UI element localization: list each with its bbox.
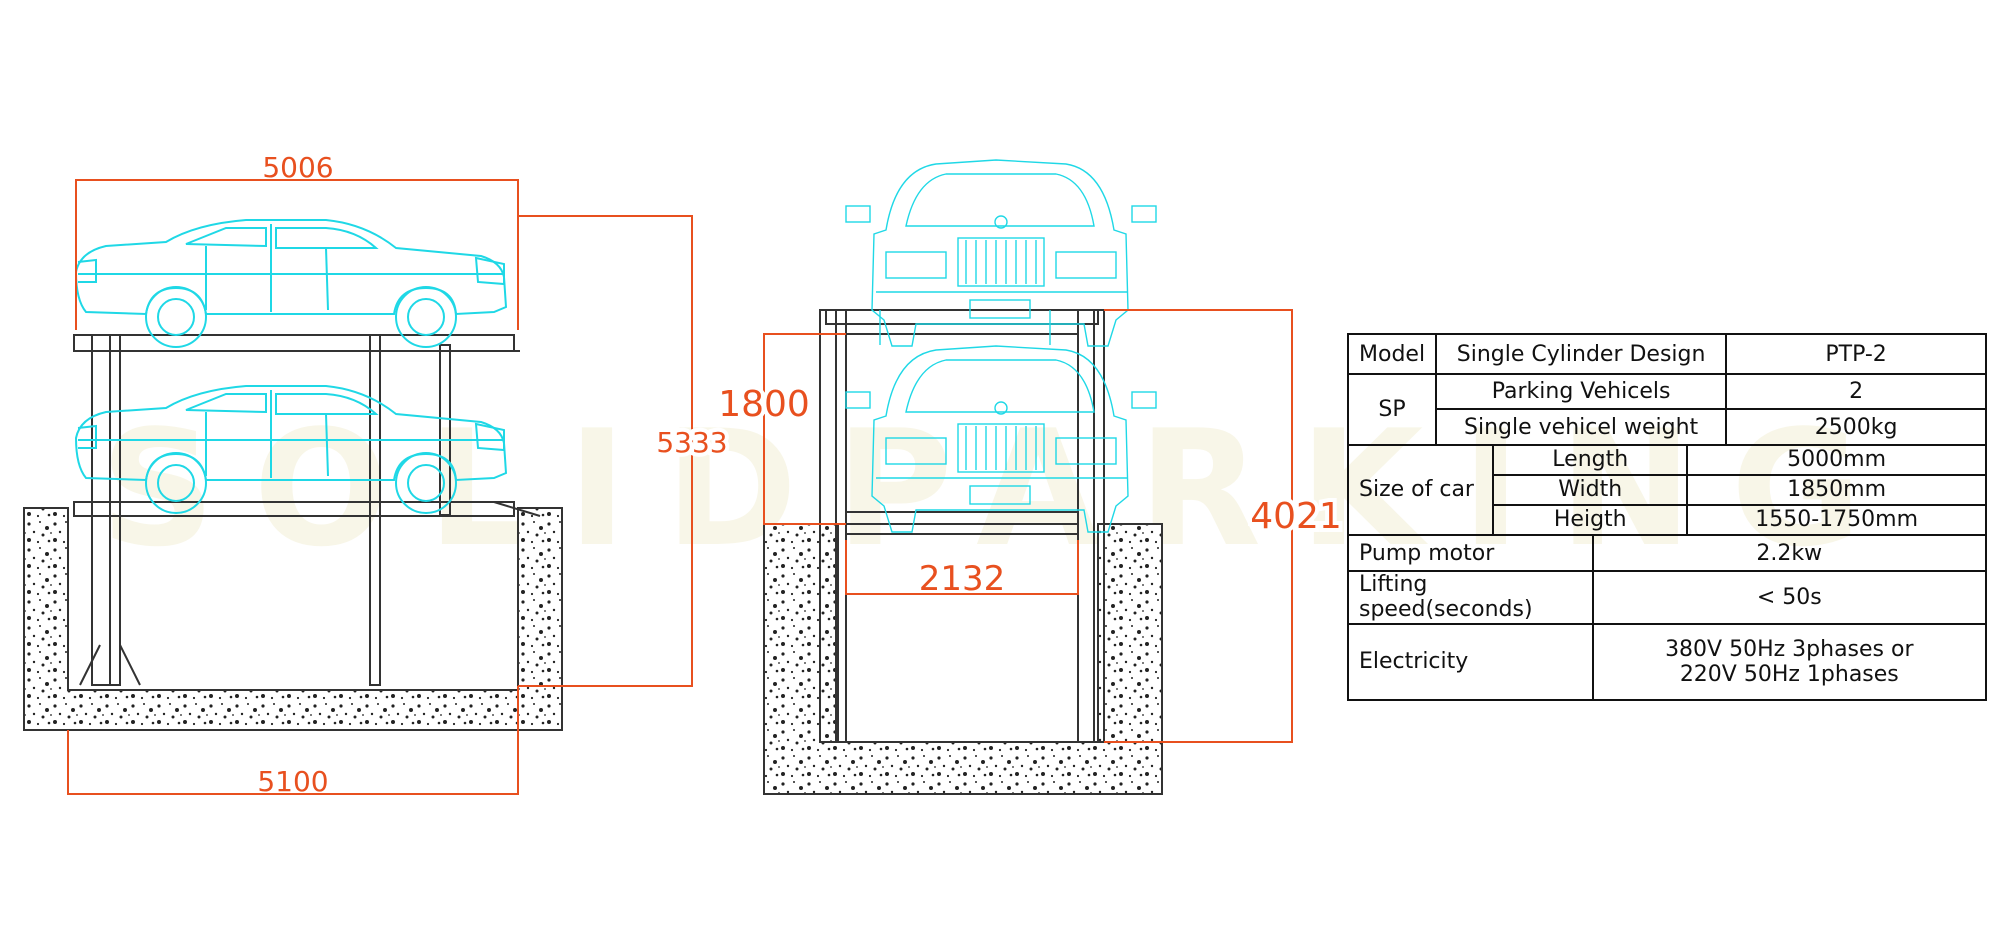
parking-vehicles-label: Parking Vehicels xyxy=(1435,373,1728,411)
pump-label: Pump motor xyxy=(1347,534,1594,573)
dim-4021: 4021 xyxy=(1250,496,1342,537)
pit-concrete xyxy=(23,507,563,731)
width-value: 1850mm xyxy=(1686,473,1987,506)
speed-label: Lifting speed(seconds) xyxy=(1347,570,1594,625)
height-label: Heigth xyxy=(1492,503,1689,537)
length-label: Length xyxy=(1492,443,1689,476)
dim-2132: 2132 xyxy=(919,559,1006,599)
dim-5100: 5100 xyxy=(257,765,328,798)
upper-car-front xyxy=(845,159,1157,347)
dim-5006: 5006 xyxy=(262,151,333,184)
spec-row-electricity: Electricity 380V 50Hz 3phases or 220V 50… xyxy=(1347,622,1988,702)
spec-row-parking: SP Parking Vehicels 2 xyxy=(1346,373,1987,446)
model-label: Model xyxy=(1346,332,1438,376)
front-pit-concrete xyxy=(763,523,1163,795)
model-code: PTP-2 xyxy=(1725,332,1987,376)
parking-vehicles-value: 2 xyxy=(1725,373,1987,411)
side-view: 5006 5333 5100 xyxy=(23,151,732,798)
front-view: 1800 4021 2132 xyxy=(714,159,1346,795)
sp-label: SP xyxy=(1346,373,1438,446)
spec-row-pump: Pump motor 2.2kw xyxy=(1347,534,1988,573)
height-value: 1550-1750mm xyxy=(1686,503,1987,537)
dim-1800: 1800 xyxy=(718,384,810,425)
spec-row-model: Model Single Cylinder Design PTP-2 xyxy=(1346,332,1987,376)
length-value: 5000mm xyxy=(1686,443,1987,476)
spec-row-height: Heigth 1550-1750mm xyxy=(1348,503,1987,537)
spec-row-length: Size of car Length 5000mm xyxy=(1346,443,1987,537)
single-weight-label: Single vehicel weight xyxy=(1435,408,1728,446)
spec-row-width: Width 1850mm xyxy=(1348,473,1987,506)
lower-car-side xyxy=(75,385,507,514)
pump-value: 2.2kw xyxy=(1591,534,1988,573)
spec-row-weight: Single vehicel weight 2500kg xyxy=(1348,408,1987,446)
lower-car-front xyxy=(845,345,1157,533)
single-weight-value: 2500kg xyxy=(1725,408,1987,446)
design-value: Single Cylinder Design xyxy=(1435,332,1728,376)
size-label: Size of car xyxy=(1346,443,1495,537)
dim-5333: 5333 xyxy=(656,426,727,459)
electricity-value-line-1: 380V 50Hz 3phases or xyxy=(1665,636,1914,662)
electricity-value: 380V 50Hz 3phases or 220V 50Hz 1phases xyxy=(1591,622,1988,702)
upper-car-side xyxy=(75,219,507,348)
electricity-value-line-2: 220V 50Hz 1phases xyxy=(1679,661,1899,687)
electricity-label: Electricity xyxy=(1347,622,1594,702)
spec-row-speed: Lifting speed(seconds) < 50s xyxy=(1347,570,1988,625)
speed-value: < 50s xyxy=(1591,570,1988,625)
width-label: Width xyxy=(1492,473,1689,506)
spec-table: Model Single Cylinder Design PTP-2 SP Pa… xyxy=(1346,332,1988,702)
